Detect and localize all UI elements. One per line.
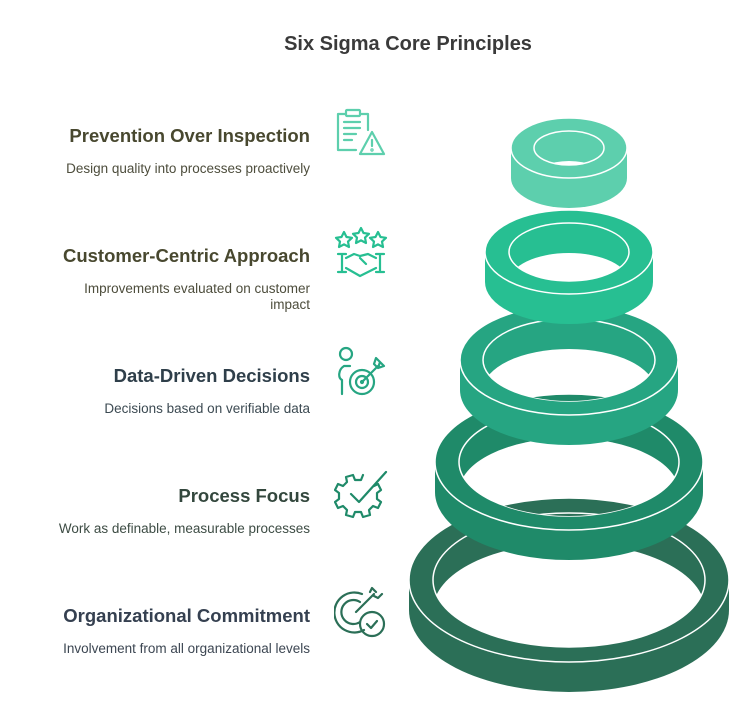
principle-title: Process Focus <box>178 485 310 506</box>
ring-level-1 <box>510 117 628 208</box>
person-target-icon <box>338 346 386 396</box>
principle-prevention: Prevention Over Inspection Design qualit… <box>10 125 310 177</box>
principle-description: Decisions based on verifiable data <box>104 401 310 416</box>
principle-title: Prevention Over Inspection <box>69 125 310 146</box>
principle-title: Data-Driven Decisions <box>113 365 310 386</box>
gear-check-icon <box>334 470 388 519</box>
principle-data: Data-Driven Decisions Decisions based on… <box>10 365 310 417</box>
principle-commitment: Organizational Commitment Involvement fr… <box>10 605 310 657</box>
ring-hole <box>482 318 656 402</box>
ring-hole <box>533 130 605 166</box>
ring-level-3 <box>459 304 679 445</box>
diagram-title: Six Sigma Core Principles <box>284 33 532 55</box>
ring-hole <box>508 222 630 282</box>
target-check-icon <box>334 586 386 638</box>
principle-customer: Customer-Centric Approach Improvements e… <box>10 245 310 313</box>
principle-title: Customer-Centric Approach <box>62 245 310 266</box>
stars-handshake-icon <box>334 226 388 278</box>
principle-title: Organizational Commitment <box>63 605 310 626</box>
principle-description: Work as definable, measurable processes <box>58 521 310 536</box>
ring-level-2 <box>484 209 654 324</box>
principle-process: Process Focus Work as definable, measura… <box>10 485 310 537</box>
principle-description: Design quality into processes proactivel… <box>66 161 310 176</box>
clipboard-warning-icon <box>336 108 386 156</box>
principle-description: Improvements evaluated on customer impac… <box>84 281 310 312</box>
principle-description: Involvement from all organizational leve… <box>63 641 310 656</box>
